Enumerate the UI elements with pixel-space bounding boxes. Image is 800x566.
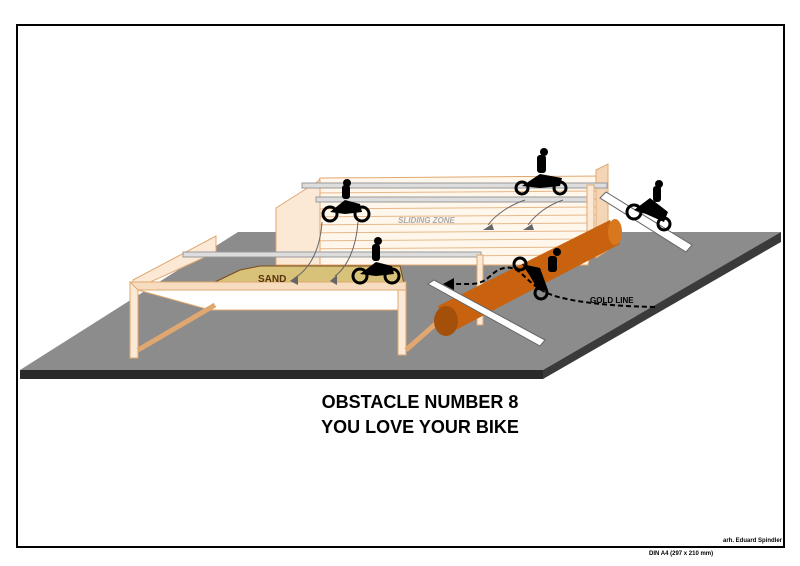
gold-line-path — [452, 266, 656, 308]
top-rail-front — [182, 251, 482, 258]
drawing-frame — [16, 24, 785, 548]
motorbike-rider-icon — [321, 179, 371, 223]
title-line-1: OBSTACLE NUMBER 8 — [321, 392, 519, 412]
top-rail-middle — [315, 196, 593, 203]
author-credit: arh. Eduard Spindler — [722, 538, 782, 544]
front-left-structure — [128, 235, 442, 359]
motorbike-rider-icon — [625, 180, 672, 232]
paper-format: DIN A4 (297 x 210 mm) — [649, 551, 714, 557]
trajectory-arrow — [334, 221, 359, 277]
gold-line-arrow — [443, 278, 454, 290]
ramp-left — [427, 279, 546, 347]
motorbike-rider-icon — [351, 237, 401, 285]
motorbike-rider-icon — [512, 248, 561, 301]
sliding-zone-label: SLIDING ZONE — [398, 216, 456, 225]
gold-line-label: GOLD LINE — [590, 296, 634, 305]
sand-label: SAND — [258, 274, 286, 285]
title-line-2: YOU LOVE YOUR BIKE — [321, 417, 519, 437]
trajectory-arrow — [487, 199, 526, 226]
motorbike-rider-icon — [514, 148, 568, 196]
ground-edge-front — [20, 370, 543, 379]
ramp-right — [599, 191, 693, 253]
top-rail-back — [301, 182, 608, 189]
trajectory-arrow — [294, 221, 323, 279]
log — [434, 219, 622, 336]
ground-edge-side — [543, 232, 781, 379]
trajectory-arrow — [527, 199, 564, 226]
